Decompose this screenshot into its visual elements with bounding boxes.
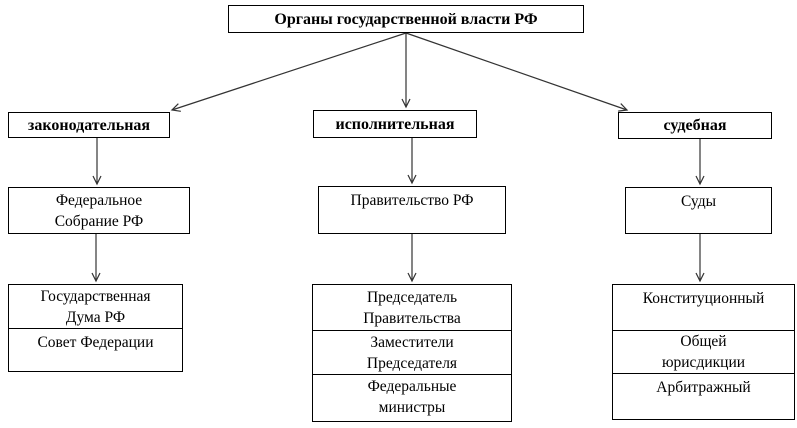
title-text: Органы государственной власти РФ [274, 10, 538, 28]
arrow-title-to-judicial [405, 32, 629, 112]
cell-chairman: Председатель Правительства [313, 285, 511, 330]
cell-state-duma: Государственная Дума РФ [9, 285, 182, 328]
organ-government: Правительство РФ [318, 186, 506, 234]
organ-federal-assembly: Федеральное Собрание РФ [8, 187, 190, 234]
cell-arbitration-court: Арбитражный [613, 373, 794, 417]
cell-general-jurisdiction-line1: Общей [680, 333, 727, 350]
organ-courts-line1: Суды [680, 193, 717, 210]
branch-judicial-label: судебная [663, 117, 727, 134]
cell-federation-council-line1: Совет Федерации [37, 334, 154, 351]
organ-courts: Суды [625, 187, 772, 234]
members-legislative: Государственная Дума РФ Совет Федерации [8, 284, 183, 372]
cell-deputy-chairmen-line1: Заместители [370, 333, 454, 351]
cell-state-duma-line1: Государственная [40, 287, 151, 305]
cell-constitutional-court-line1: Конституционный [642, 290, 765, 307]
branch-judicial: судебная [618, 112, 772, 139]
organ-government-line1: Правительство РФ [350, 192, 474, 209]
cell-chairman-line1: Председатель [366, 288, 458, 306]
cell-deputy-chairmen-line2: Председателя [366, 354, 458, 372]
cell-arbitration-court-line1: Арбитражный [656, 379, 751, 396]
cell-general-jurisdiction: Общей юрисдикции [613, 330, 794, 373]
cell-state-duma-line2: Дума РФ [65, 308, 126, 326]
members-executive: Председатель Правительства Заместители П… [312, 284, 512, 422]
cell-chairman-line2: Правительства [363, 309, 461, 327]
cell-federal-ministers-line2: министры [378, 399, 446, 416]
branch-legislative: законодательная [8, 112, 170, 138]
branch-executive-label: исполнительная [335, 115, 455, 133]
cell-federal-ministers-line1: Федеральные [367, 378, 457, 395]
title-box: Органы государственной власти РФ [228, 5, 584, 33]
cell-constitutional-court: Конституционный [613, 285, 794, 330]
organ-federal-assembly-line1: Федеральное [55, 191, 143, 209]
arrow-title-to-legislative [170, 32, 407, 112]
branch-legislative-label: законодательная [27, 116, 151, 134]
cell-federation-council: Совет Федерации [9, 328, 182, 371]
cell-federal-ministers: Федеральные министры [313, 374, 511, 419]
cell-deputy-chairmen: Заместители Председателя [313, 330, 511, 374]
members-judicial: Конституционный Общей юрисдикции Арбитра… [612, 284, 795, 420]
organ-federal-assembly-line2: Собрание РФ [54, 212, 144, 230]
cell-general-jurisdiction-line2: юрисдикции [661, 354, 746, 371]
branch-executive: исполнительная [313, 110, 477, 138]
